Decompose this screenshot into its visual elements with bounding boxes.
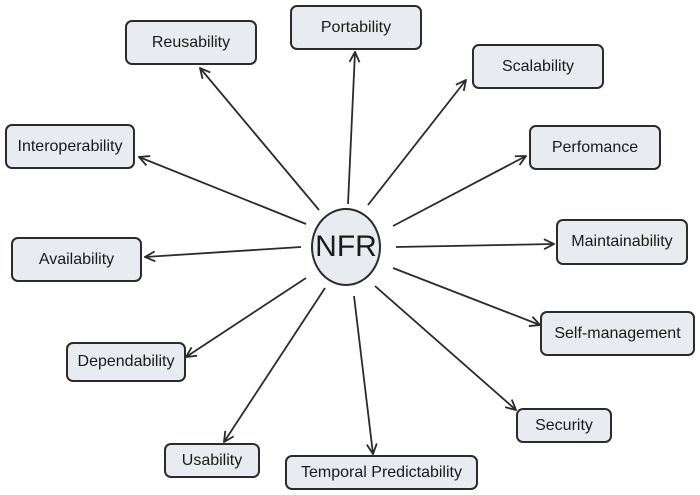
node-self-management: Self-management [540, 311, 695, 356]
node-security: Security [516, 408, 612, 443]
node-portability: Portability [290, 5, 422, 50]
node-label: Availability [38, 250, 115, 268]
arrow-security [374, 285, 516, 410]
node-temporal-predictability: Temporal Predictability [285, 455, 478, 490]
node-usability: Usability [164, 443, 260, 478]
node-label: Usability [181, 451, 243, 469]
node-interoperability: Interoperability [5, 124, 135, 169]
arrow-reusability [200, 68, 320, 211]
node-label: Scalability [501, 57, 575, 75]
node-label: Portability [320, 18, 392, 36]
nfr-center-label: NFR [315, 230, 377, 263]
node-label: Maintainability [571, 233, 673, 250]
arrow-portability [347, 52, 355, 205]
arrow-dependability [186, 277, 307, 357]
arrow-usability [224, 287, 326, 442]
node-label: Self-management [554, 324, 681, 342]
node-reusability: Reusability [125, 20, 257, 65]
arrow-interoperability [139, 157, 307, 225]
arrow-perfomance [392, 156, 526, 227]
node-label: Dependability [77, 353, 175, 370]
node-label: Perfomance [551, 138, 639, 156]
arrow-maintainability [395, 244, 554, 247]
node-scalability: Scalability [472, 44, 604, 89]
node-perfomance: Perfomance [529, 125, 661, 170]
node-label: Security [535, 416, 593, 434]
arrow-self-management [392, 267, 540, 325]
arrow-availability [145, 246, 302, 257]
node-maintainability: Maintainability [556, 219, 688, 265]
node-label: Temporal Predictability [301, 463, 462, 481]
arrow-scalability [367, 80, 466, 206]
node-label: Reusability [151, 33, 231, 51]
node-label: Interoperability [17, 137, 123, 155]
node-dependability: Dependability [66, 342, 186, 382]
nfr-center-node: NFR [311, 208, 381, 286]
arrow-temporal-predictability [353, 295, 373, 454]
node-availability: Availability [11, 237, 142, 282]
